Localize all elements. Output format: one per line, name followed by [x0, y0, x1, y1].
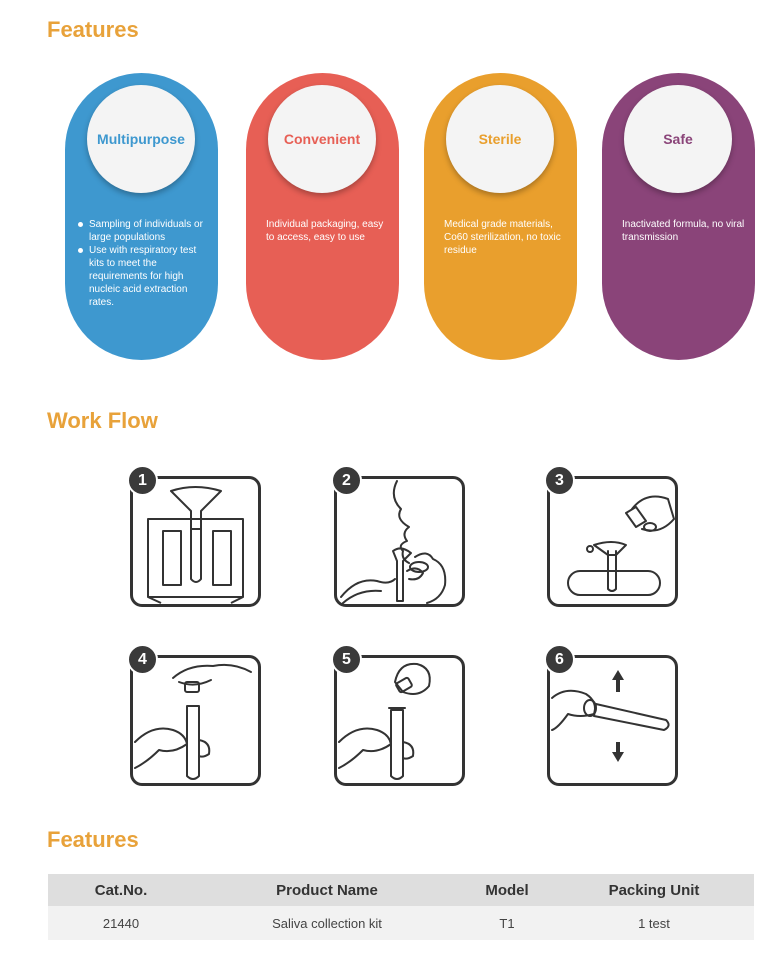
feature-badge: Safe — [624, 85, 732, 193]
cell-product-name: Saliva collection kit — [194, 906, 460, 940]
arrow-down-icon — [612, 742, 624, 762]
feature-badge: Sterile — [446, 85, 554, 193]
workflow-heading: Work Flow — [47, 408, 158, 433]
feature-title: Multipurpose — [97, 131, 185, 147]
step-number-badge: 3 — [544, 465, 575, 496]
hold-tube-and-cap-illustration — [134, 663, 252, 780]
table-heading: Features — [47, 827, 139, 852]
workflow-step-6: 6 — [544, 644, 678, 786]
column-header-packing-unit: Packing Unit — [554, 874, 754, 906]
cell-cat-no: 21440 — [48, 906, 194, 940]
workflow-step-4: 4 — [127, 644, 261, 786]
feature-text: Inactivated formula, no viral transmissi… — [622, 219, 745, 243]
feature-badge: Convenient — [268, 85, 376, 193]
remove-funnel-illustration — [567, 495, 675, 596]
step-number-badge: 2 — [331, 465, 362, 496]
funnel-tube-stand-illustration — [147, 486, 244, 604]
feature-bullet: Use with respiratory test kits to meet t… — [77, 244, 208, 309]
workflow-step-2: 2 — [331, 465, 465, 607]
column-header-product-name: Product Name — [194, 874, 460, 906]
feature-card-multipurpose: Multipurpose Sampling of individuals or … — [65, 73, 218, 360]
feature-bullet: Sampling of individuals or large populat… — [77, 218, 208, 244]
feature-title: Safe — [663, 131, 693, 147]
cap-tube-illustration — [338, 662, 431, 780]
spitting-into-funnel-illustration — [340, 480, 447, 604]
feature-title: Sterile — [478, 131, 522, 147]
workflow-step-1: 1 — [127, 465, 261, 607]
feature-text: Medical grade materials, Co60 sterilizat… — [444, 219, 561, 256]
table-header-row: Cat.No. Product Name Model Packing Unit — [48, 874, 754, 906]
feature-bullets: Sampling of individuals or large populat… — [77, 218, 208, 309]
feature-badge: Multipurpose — [87, 85, 195, 193]
step-number-badge: 5 — [331, 644, 362, 675]
shake-tube-illustration — [551, 670, 670, 762]
feature-title: Convenient — [283, 131, 361, 147]
step-number-badge: 1 — [127, 465, 158, 496]
arrow-up-icon — [612, 670, 624, 692]
feature-card-convenient: Convenient Individual packaging, easy to… — [246, 73, 399, 360]
cell-model: T1 — [460, 906, 554, 940]
column-header-model: Model — [460, 874, 554, 906]
column-header-cat-no: Cat.No. — [48, 874, 194, 906]
workflow-step-3: 3 — [544, 465, 678, 607]
step-number-badge: 6 — [544, 644, 575, 675]
workflow-step-5: 5 — [331, 644, 465, 786]
feature-text: Individual packaging, easy to access, ea… — [266, 219, 384, 243]
table-row: 21440 Saliva collection kit T1 1 test — [48, 906, 754, 940]
feature-card-sterile: Sterile Medical grade materials, Co60 st… — [424, 73, 577, 360]
cell-packing-unit: 1 test — [554, 906, 754, 940]
step-number-badge: 4 — [127, 644, 158, 675]
feature-card-safe: Safe Inactivated formula, no viral trans… — [602, 73, 755, 360]
features-heading: Features — [47, 17, 139, 42]
product-table: Cat.No. Product Name Model Packing Unit … — [48, 874, 754, 940]
